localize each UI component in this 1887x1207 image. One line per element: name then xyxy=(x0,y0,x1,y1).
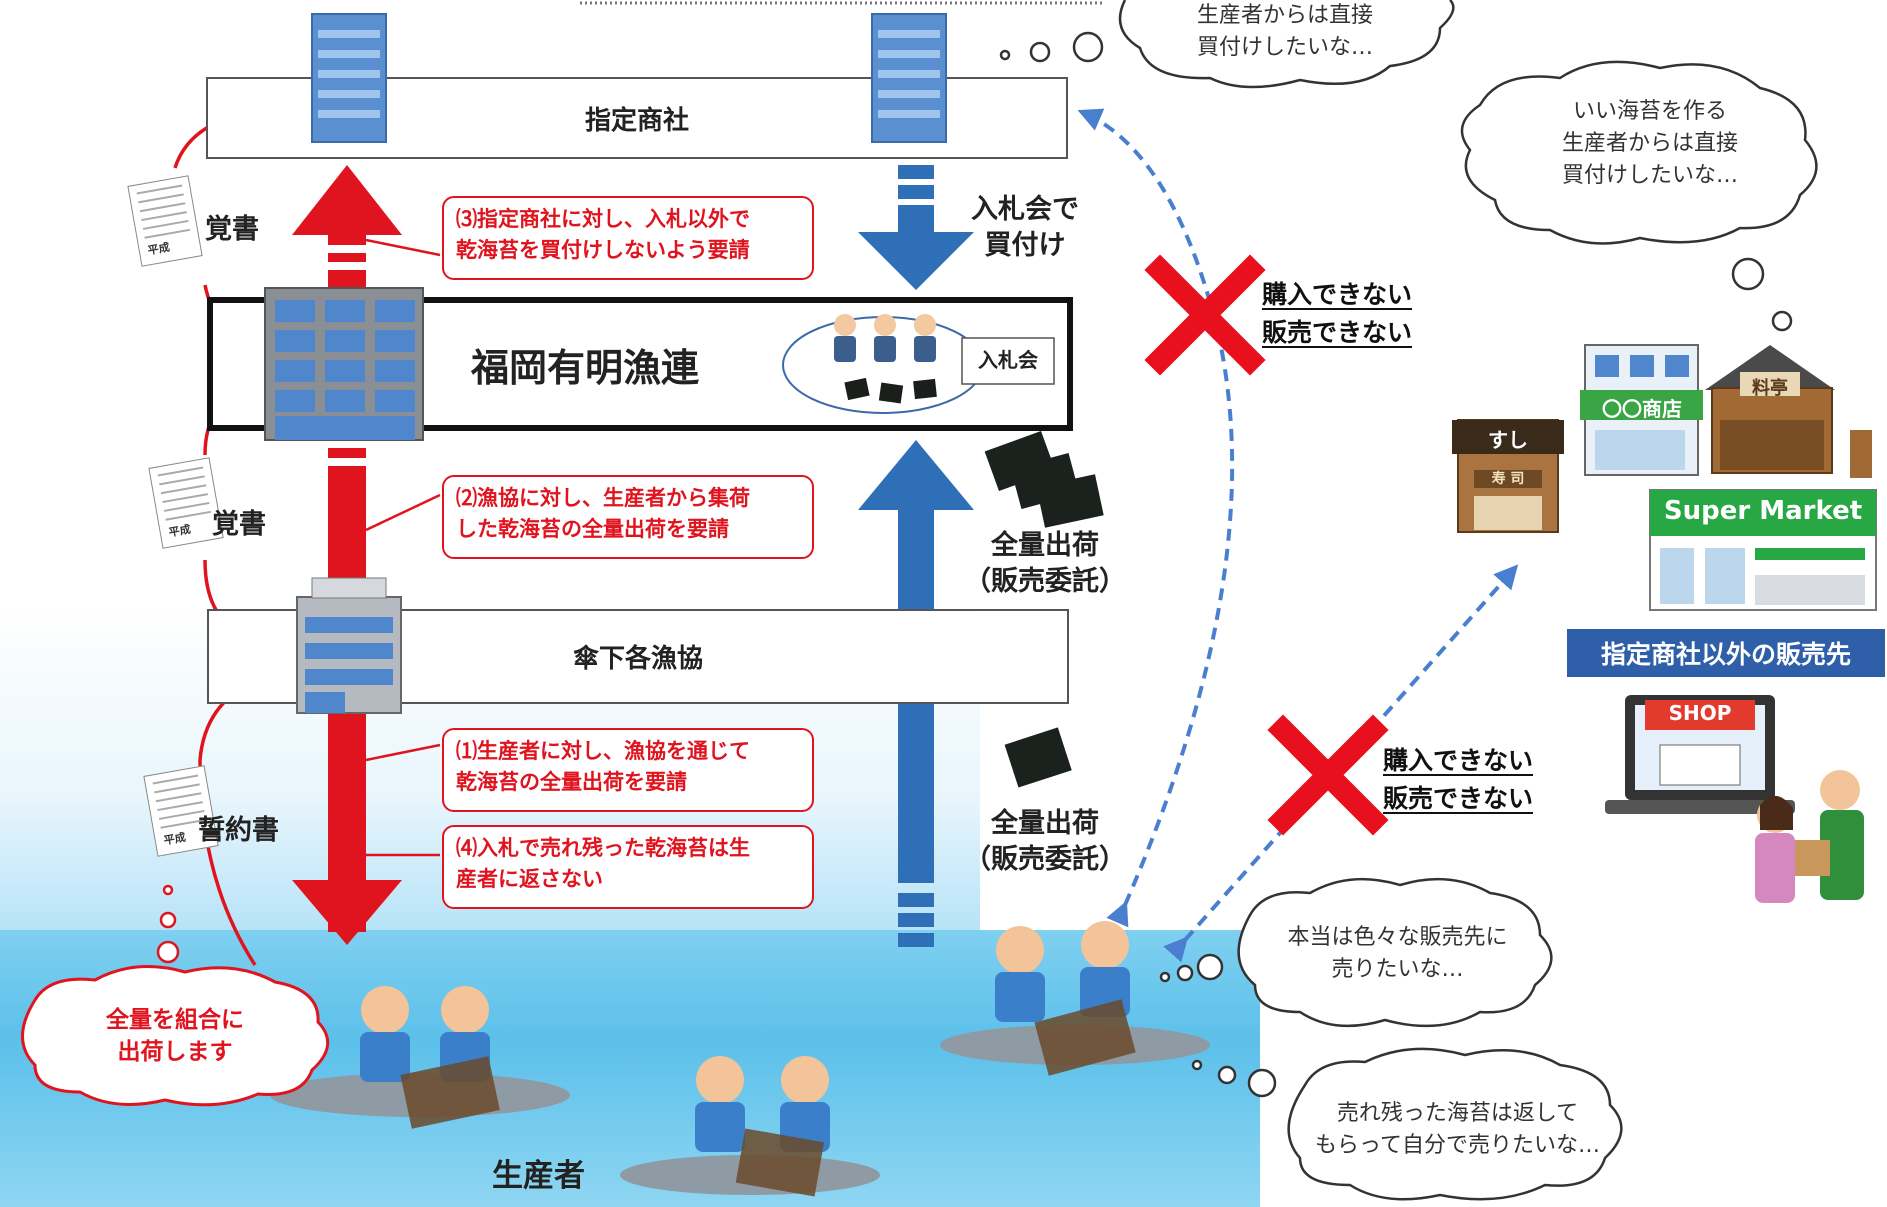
request-box-1: ⑴生産者に対し、漁協を通じて 乾海苔の全量出荷を要請 xyxy=(442,728,814,812)
request-box-4: ⑷入札で売れ残った乾海苔は生 産者に返さない xyxy=(442,825,814,909)
ryotei-sign: 料亭 xyxy=(1752,378,1788,399)
ship-all-1-line-2: （販売委託） xyxy=(964,566,1126,597)
sushi-shop-icon xyxy=(1452,419,1564,533)
doc-stamp-1: 平成 xyxy=(146,240,171,258)
blocked-1-line-1: 購入できない xyxy=(1262,280,1413,309)
cross-mark-1 xyxy=(1144,254,1266,376)
request-4-line-1: ⑷入札で売れ残った乾海苔は生 xyxy=(456,836,750,860)
connector-r1 xyxy=(365,743,441,762)
trading-company-box: 指定商社 xyxy=(206,77,1068,159)
thought-dots-red xyxy=(156,884,180,964)
cloud-top-line-1: 生産者からは直接 xyxy=(1196,3,1373,28)
doc-stamp-3: 平成 xyxy=(162,830,187,848)
cloud-left-line-1: 全量を組合に xyxy=(106,1007,244,1033)
cloud-producer-1-line-2: 売りたいな… xyxy=(1331,957,1464,982)
cloud-producer-2-line-1: 売れ残った海苔は返して xyxy=(1336,1101,1579,1126)
cloud-right-top-text: いい海苔を作る 生産者からは直接 買付けしたいな… xyxy=(1520,96,1780,192)
request-1-line-1: ⑴生産者に対し、漁協を通じて xyxy=(456,739,750,763)
producers-group-right xyxy=(940,921,1210,1076)
cloud-right-line-3: 買付けしたいな… xyxy=(1561,163,1738,188)
producers-label: 生産者 xyxy=(492,1158,585,1194)
request-box-3: ⑶指定商社に対し、入札以外で 乾海苔を買付けしないよう要請 xyxy=(442,196,814,280)
delivery-person-icon xyxy=(1790,770,1864,900)
producers-group-middle xyxy=(620,1056,880,1197)
local-shop-icon xyxy=(1580,344,1703,476)
ship-all-2-line-1: 全量出荷 xyxy=(991,808,1099,839)
bid-purchase-label: 入札会で 買付け xyxy=(955,192,1095,264)
memo-label-2: 覚書 xyxy=(212,509,266,540)
cloud-right-line-2: 生産者からは直接 xyxy=(1561,131,1738,156)
supermarket-sign: Super Market xyxy=(1663,496,1863,526)
cooperatives-box: 傘下各漁協 xyxy=(207,609,1069,704)
request-2-line-2: した乾海苔の全量出荷を要請 xyxy=(456,517,729,541)
customer-person-icon xyxy=(1755,795,1795,903)
request-2-line-1: ⑵漁協に対し、生産者から集荷 xyxy=(456,486,750,510)
dashed-arrow-direct xyxy=(1077,108,1235,928)
request-3-line-1: ⑶指定商社に対し、入札以外で xyxy=(456,207,750,231)
request-1-line-2: 乾海苔の全量出荷を要請 xyxy=(456,770,687,794)
blocked-2-line-2: 販売できない xyxy=(1383,784,1534,813)
trading-company-label: 指定商社 xyxy=(584,105,689,136)
auction-sign: 入札会 xyxy=(978,348,1038,372)
supermarket-icon xyxy=(1649,489,1877,611)
federation-box: 福岡有明漁連 xyxy=(207,297,1073,431)
ship-all-1-line-1: 全量出荷 xyxy=(991,530,1099,561)
sushi-sign: すし xyxy=(1488,428,1528,452)
cloud-top-partial-text: 生産者からは直接 買付けしたいな… xyxy=(1160,0,1410,64)
request-box-2: ⑵漁協に対し、生産者から集荷 した乾海苔の全量出荷を要請 xyxy=(442,475,814,559)
blocked-2-line-1: 購入できない xyxy=(1383,746,1534,775)
cloud-producer-1-text: 本当は色々な販売先に 売りたいな… xyxy=(1265,922,1530,986)
online-shop-icon xyxy=(1605,695,1795,814)
cloud-producer-left-text: 全量を組合に 出荷します xyxy=(60,1004,290,1068)
thought-dots xyxy=(999,31,1793,1098)
local-shop-sign: 〇〇商店 xyxy=(1602,397,1682,421)
bid-purchase-line-2: 買付け xyxy=(984,230,1066,261)
connector-r2 xyxy=(365,493,441,532)
pledge-label: 誓約書 xyxy=(198,815,279,846)
ship-all-label-2: 全量出荷 （販売委託） xyxy=(960,806,1130,878)
blue-down-arrow xyxy=(858,165,974,290)
cooperatives-label: 傘下各漁協 xyxy=(572,644,703,674)
other-sellers-label: 指定商社以外の販売先 xyxy=(1567,629,1885,677)
online-shop-sign: SHOP xyxy=(1668,701,1732,725)
cloud-producer-2-text: 売れ残った海苔は返して もらって自分で売りたいな… xyxy=(1310,1098,1605,1162)
blocked-label-1: 購入できない 販売できない xyxy=(1262,276,1412,352)
cloud-top-line-2: 買付けしたいな… xyxy=(1196,35,1373,60)
cloud-producer-1-line-1: 本当は色々な販売先に xyxy=(1287,925,1508,950)
ship-all-2-line-2: （販売委託） xyxy=(964,844,1126,875)
nori-stack-icon xyxy=(984,431,1104,528)
ship-all-label-1: 全量出荷 （販売委託） xyxy=(960,528,1130,600)
request-3-line-2: 乾海苔を買付けしないよう要請 xyxy=(456,238,750,262)
producers-group-left xyxy=(270,986,570,1129)
cloud-producer-2-line-2: もらって自分で売りたいな… xyxy=(1315,1133,1600,1158)
cloud-shapes xyxy=(21,0,1818,1201)
red-vertical-arrow xyxy=(292,165,402,945)
sushi-sub-sign: 寿 司 xyxy=(1491,471,1525,487)
bid-purchase-line-1: 入札会で xyxy=(971,194,1079,225)
federation-label: 福岡有明漁連 xyxy=(470,345,699,390)
cross-mark-2 xyxy=(1267,714,1389,836)
connector-r3 xyxy=(365,238,441,257)
blocked-1-line-2: 販売できない xyxy=(1262,318,1413,347)
memo-label-1: 覚書 xyxy=(205,214,259,245)
ryotei-shop-icon xyxy=(1705,345,1872,478)
cloud-left-line-2: 出荷します xyxy=(117,1039,233,1065)
nori-sheet-icon xyxy=(1004,727,1072,788)
doc-stamp-2: 平成 xyxy=(167,522,192,540)
cloud-right-line-1: いい海苔を作る xyxy=(1572,99,1727,124)
blocked-label-2: 購入できない 販売できない xyxy=(1383,742,1533,818)
request-4-line-2: 産者に返さない xyxy=(456,867,603,891)
